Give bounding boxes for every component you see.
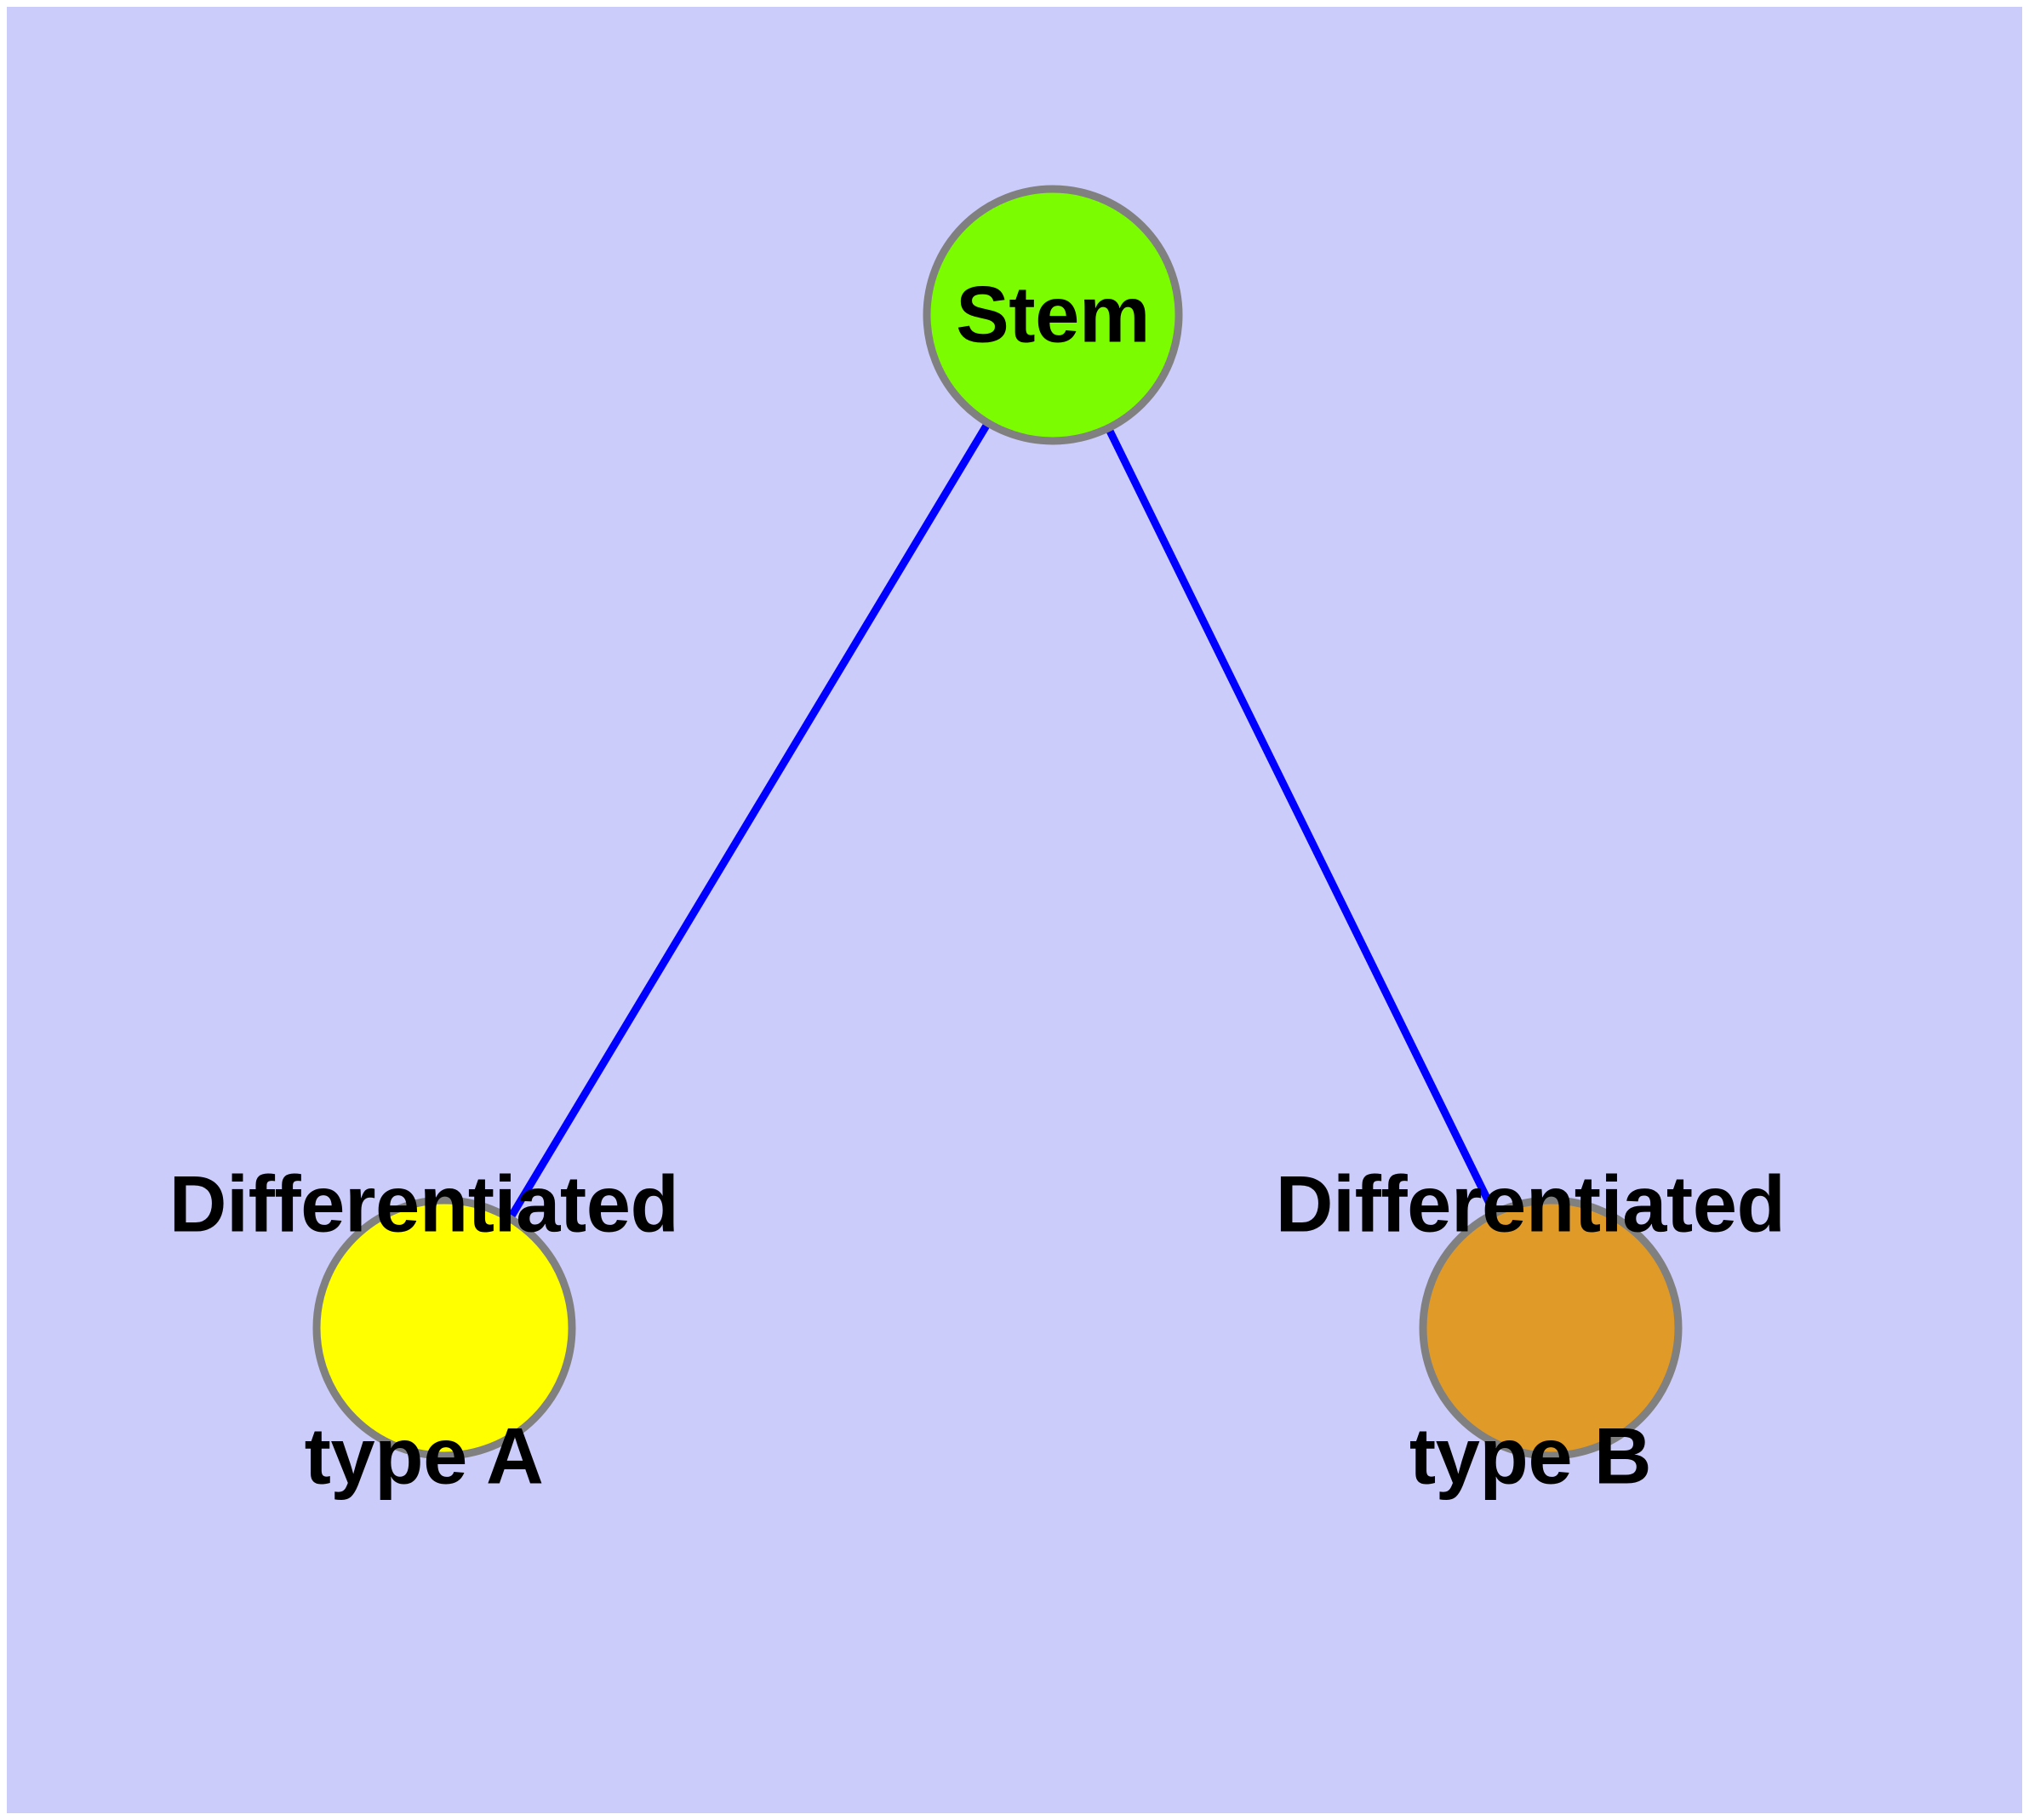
node-differentiated-type-a[interactable] <box>312 1196 576 1460</box>
edge-layer <box>505 418 1500 1224</box>
edge-stem-to-diff-a[interactable] <box>505 418 993 1224</box>
node-layer <box>312 185 1683 1460</box>
edge-stem-to-diff-b[interactable] <box>1103 423 1500 1218</box>
node-differentiated-type-b[interactable] <box>1419 1196 1683 1460</box>
node-stem[interactable] <box>923 185 1183 445</box>
